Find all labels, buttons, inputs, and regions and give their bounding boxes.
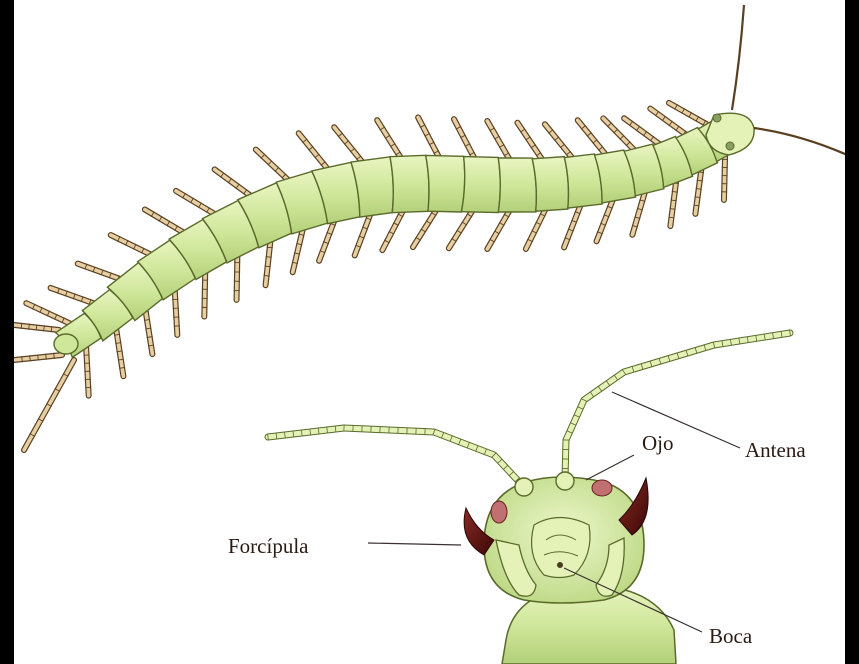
antenna-closeup	[268, 425, 523, 486]
antenna	[732, 5, 744, 110]
leg-lower	[84, 347, 92, 396]
label-boca: Boca	[709, 626, 752, 647]
diagram-canvas: Ojo Antena Forcípula Boca	[14, 0, 845, 664]
label-forcipula: Forcípula	[228, 536, 308, 557]
right-border	[845, 0, 859, 664]
tail-segment	[54, 334, 78, 354]
tail-leg	[14, 323, 59, 332]
eye	[726, 142, 734, 150]
label-antena: Antena	[745, 440, 806, 461]
eye	[713, 114, 721, 122]
leg-lower	[114, 326, 125, 376]
label-ojo: Ojo	[642, 433, 674, 454]
body-segment	[426, 155, 465, 212]
leg-upper	[51, 288, 98, 305]
pointer-antena	[612, 392, 740, 448]
body-segment	[390, 155, 429, 212]
left-border	[0, 0, 14, 664]
pointer-forcipula	[368, 543, 461, 545]
tail-leg	[24, 360, 74, 450]
antenna-socket	[515, 478, 533, 496]
head-closeup	[268, 330, 791, 664]
centipede-head-top	[706, 5, 845, 158]
pointer-ojo	[586, 455, 634, 480]
leg-upper	[26, 303, 70, 324]
body-segment	[532, 157, 568, 212]
tail-leg	[14, 353, 62, 362]
eye-closeup	[592, 480, 612, 496]
eye-closeup	[491, 501, 507, 523]
antenna-socket	[556, 472, 574, 490]
body-segment	[461, 157, 500, 213]
mouth-opening	[557, 562, 563, 568]
antenna	[754, 128, 845, 158]
centipede-diagram	[14, 0, 845, 664]
body-segment	[498, 158, 536, 212]
